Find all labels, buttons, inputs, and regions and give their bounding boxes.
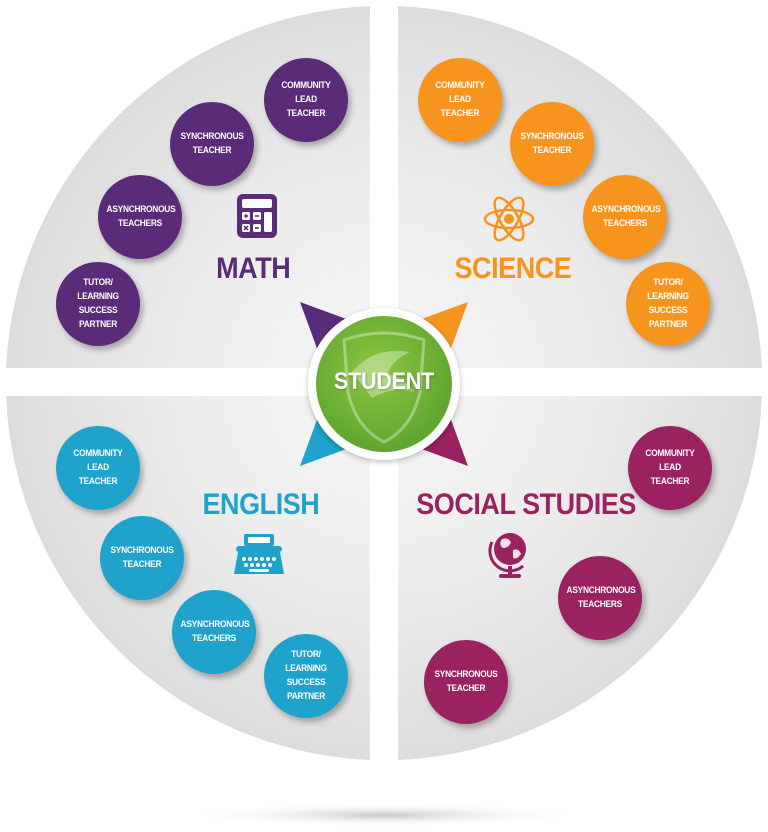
calculator-icon	[237, 194, 277, 238]
social-studies-title: SOCIAL STUDIES	[416, 488, 636, 521]
science-title: SCIENCE	[454, 252, 572, 285]
english-role-synchronous-teacher: SYNCHRONOUS TEACHER	[100, 516, 184, 600]
bubble-label: COMMUNITY LEAD TEACHER	[435, 80, 485, 119]
bubble-label: ASYNCHRONOUS TEACHERS	[106, 204, 176, 229]
bubble-label: SYNCHRONOUS TEACHER	[434, 669, 498, 694]
bubble-label: TUTOR/ LEARNING SUCCESS PARTNER	[647, 277, 689, 330]
bubble-label: SYNCHRONOUS TEACHER	[180, 131, 244, 156]
center-circle	[316, 316, 452, 452]
floor-shadow	[184, 803, 584, 827]
math-role-tutor-learning-success-partner: TUTOR/ LEARNING SUCCESS PARTNER	[56, 262, 140, 346]
center-label: STUDENT	[333, 368, 435, 395]
math-title: MATH	[216, 252, 291, 285]
bubble-label: COMMUNITY LEAD TEACHER	[645, 448, 695, 487]
english-role-tutor-learning-success-partner: TUTOR/ LEARNING SUCCESS PARTNER	[264, 634, 348, 718]
math-role-synchronous-teacher: SYNCHRONOUS TEACHER	[170, 102, 254, 186]
english-title: ENGLISH	[202, 488, 320, 521]
bubble-label: SYNCHRONOUS TEACHER	[520, 131, 584, 156]
english-role-community-lead-teacher: COMMUNITY LEAD TEACHER	[56, 426, 140, 510]
bubble-label: ASYNCHRONOUS TEACHERS	[591, 204, 661, 229]
science-role-community-lead-teacher: COMMUNITY LEAD TEACHER	[418, 58, 502, 142]
english-role-asynchronous-teachers: ASYNCHRONOUS TEACHERS	[172, 590, 256, 674]
science-role-synchronous-teacher: SYNCHRONOUS TEACHER	[510, 102, 594, 186]
bubble-label: ASYNCHRONOUS TEACHERS	[180, 619, 250, 644]
science-role-asynchronous-teachers: ASYNCHRONOUS TEACHERS	[583, 175, 667, 259]
globe-icon	[488, 533, 526, 578]
social-studies-role-synchronous-teacher: SYNCHRONOUS TEACHER	[424, 640, 508, 724]
social-studies-role-asynchronous-teachers: ASYNCHRONOUS TEACHERS	[558, 556, 642, 640]
shield-emblem	[342, 331, 426, 444]
bubble-label: TUTOR/ LEARNING SUCCESS PARTNER	[77, 277, 119, 330]
math-role-community-lead-teacher: COMMUNITY LEAD TEACHER	[264, 58, 348, 142]
bubble-label: COMMUNITY LEAD TEACHER	[281, 80, 331, 119]
atom-icon	[483, 196, 535, 242]
bubble-label: ASYNCHRONOUS TEACHERS	[566, 585, 636, 610]
bubble-label: COMMUNITY LEAD TEACHER	[73, 448, 123, 487]
social-studies-role-community-lead-teacher: COMMUNITY LEAD TEACHER	[628, 426, 712, 510]
math-role-asynchronous-teachers: ASYNCHRONOUS TEACHERS	[98, 175, 182, 259]
bubble-label: SYNCHRONOUS TEACHER	[110, 545, 174, 570]
bubble-label: TUTOR/ LEARNING SUCCESS PARTNER	[285, 649, 327, 702]
typewriter-icon	[234, 534, 284, 574]
science-role-tutor-learning-success-partner: TUTOR/ LEARNING SUCCESS PARTNER	[626, 262, 710, 346]
